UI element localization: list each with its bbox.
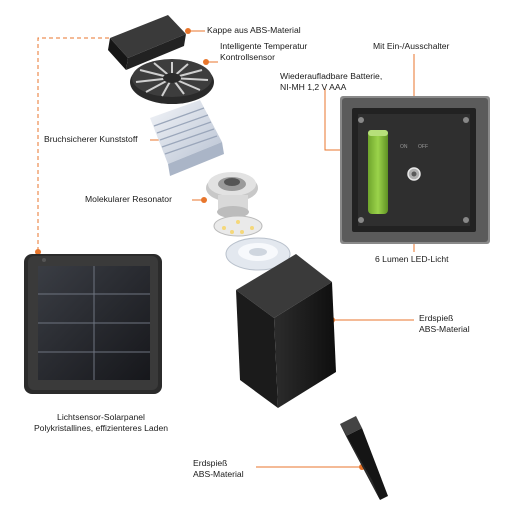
label-resonator-text: Molekularer Resonator (85, 194, 172, 204)
label-sensor-line1: Intelligente Temperatur (220, 41, 308, 51)
label-led-text: 6 Lumen LED-Licht (375, 254, 449, 264)
label-battery-line2: NI-MH 1,2 V AAA (280, 82, 347, 92)
battery (368, 130, 388, 214)
leader-solar (37, 37, 109, 252)
label-led: 6 Lumen LED-Licht (375, 254, 449, 265)
label-stake-top: Erdspieß ABS-Material (419, 313, 470, 335)
dot-sensor (203, 59, 209, 65)
label-stake-top-line2: ABS-Material (419, 324, 470, 334)
dot-cap (185, 28, 191, 34)
label-cap-text: Kappe aus ABS-Material (207, 25, 301, 35)
label-cap: Kappe aus ABS-Material (207, 25, 301, 36)
sensor-disc-part (130, 59, 214, 104)
label-switch-text: Mit Ein-/Ausschalter (373, 41, 450, 51)
label-stake-bottom-line1: Erdspieß (193, 458, 228, 468)
underside-view: ON OFF (340, 96, 490, 244)
solar-panel-part (24, 254, 162, 394)
switch-off-text: OFF (418, 144, 428, 150)
label-stake-bottom-line2: ABS-Material (193, 469, 244, 479)
label-stake-bottom: Erdspieß ABS-Material (193, 458, 244, 480)
label-sensor: Intelligente Temperatur Kontrollsensor (220, 41, 307, 63)
dot-resonator (201, 197, 207, 203)
label-switch: Mit Ein-/Ausschalter (373, 41, 449, 52)
cap-part (108, 15, 186, 70)
label-solar: Lichtsensor-Solarpanel Polykristallines,… (16, 412, 186, 434)
spike-part (340, 416, 388, 500)
label-battery-line1: Wiederaufladbare Batterie, (280, 71, 383, 81)
switch-on-text: ON (400, 144, 408, 150)
dot-solar (35, 249, 41, 255)
lens-part (225, 237, 291, 271)
label-sensor-line2: Kontrollsensor (220, 52, 275, 62)
label-plastic: Bruchsicherer Kunststoff (44, 134, 137, 145)
label-resonator: Molekularer Resonator (85, 194, 172, 205)
label-solar-line1: Lichtsensor-Solarpanel (57, 412, 145, 422)
resonator-part (206, 172, 263, 237)
stake-body-part (236, 254, 336, 408)
diffuser-part (150, 100, 224, 176)
label-stake-top-line1: Erdspieß (419, 313, 454, 323)
label-battery: Wiederaufladbare Batterie, NI-MH 1,2 V A… (280, 71, 382, 93)
label-plastic-text: Bruchsicherer Kunststoff (44, 134, 138, 144)
label-solar-line2: Polykristallines, effizienteres Laden (33, 423, 169, 433)
leader-dots (35, 28, 417, 470)
